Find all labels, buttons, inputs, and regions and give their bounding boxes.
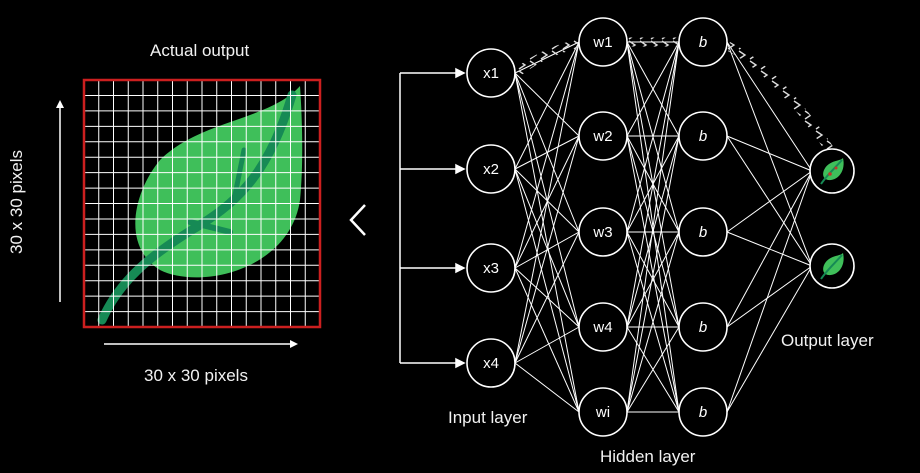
- connection-line: [514, 135, 580, 364]
- connection-line: [726, 170, 813, 233]
- hidden-bias-node-3: b: [678, 207, 728, 257]
- input-node-x2: x2: [466, 144, 516, 194]
- hidden-bias-node-1-label: b: [699, 34, 707, 51]
- connection-line: [626, 41, 680, 413]
- hidden-weight-node-w1: w1: [578, 17, 628, 67]
- hidden-weight-node-wi: wi: [578, 387, 628, 437]
- connection-line: [726, 265, 813, 328]
- connection-line: [626, 231, 680, 328]
- hidden-bias-node-5-label: b: [699, 404, 707, 421]
- connection-line: [626, 231, 680, 413]
- connection-line: [514, 168, 580, 413]
- hidden-layer-label: Hidden layer: [600, 447, 696, 466]
- connection-line: [514, 135, 580, 170]
- horizontal-pixels-label: 30 x 30 pixels: [144, 366, 248, 385]
- hidden-bias-node-3-label: b: [699, 224, 707, 241]
- hidden-bias-node-1: b: [678, 17, 728, 67]
- connection-line: [514, 326, 580, 364]
- connection-line: [726, 41, 813, 172]
- connection-line: [626, 41, 680, 328]
- vertical-pixels-label: 30 x 30 pixels: [6, 150, 26, 254]
- hidden-weight-node-w1-label: w1: [592, 34, 612, 51]
- grid-border: [82, 78, 322, 329]
- hidden-weight-node-w2-label: w2: [592, 128, 612, 145]
- vertical-dimension-arrow: [56, 100, 64, 302]
- connection-line: [514, 41, 580, 364]
- output-node-healthy-leaf-icon: [809, 148, 855, 194]
- connection-line: [726, 135, 813, 172]
- hidden-bias-node-2-label: b: [699, 128, 707, 145]
- output-node-healthy-leaf-icon-stem: [820, 159, 843, 185]
- input-node-x3-label: x3: [483, 260, 499, 277]
- hidden-weight-node-w3-label: w3: [592, 224, 612, 241]
- connection-line: [726, 170, 813, 413]
- horizontal-dimension-arrow: [104, 340, 298, 348]
- input-layer-label: Input layer: [448, 408, 528, 427]
- backpropagation-arrows: [515, 37, 834, 153]
- connection-line: [514, 362, 580, 413]
- hidden-weight-node-wi-label: wi: [595, 404, 610, 421]
- connection-line: [626, 135, 680, 328]
- leaf-icon: [97, 86, 303, 325]
- input-node-x3: x3: [466, 243, 516, 293]
- pixel-grid: [84, 80, 320, 327]
- pixel-grid-image: [82, 78, 322, 329]
- input-node-x4: x4: [466, 338, 516, 388]
- connection-line: [626, 41, 680, 137]
- input-bracket: [399, 67, 466, 369]
- connection-line: [514, 41, 580, 170]
- hidden-weight-node-w4: w4: [578, 302, 628, 352]
- network-nodes: x1 x2 x3 x4 w1 w2 w3 w4 wi b b b b b: [466, 17, 855, 437]
- hidden-bias-node-2: b: [678, 111, 728, 161]
- connection-line: [626, 326, 680, 413]
- input-node-x1: x1: [466, 48, 516, 98]
- actual-output-label: Actual output: [150, 41, 250, 60]
- hidden-bias-node-5: b: [678, 387, 728, 437]
- output-node-healthy-leaf-icon-spot: [834, 166, 838, 170]
- connection-line: [626, 41, 680, 233]
- output-layer-label: Output layer: [781, 331, 874, 350]
- output-node-leaf-icon: [809, 243, 855, 289]
- connection-line: [514, 231, 580, 364]
- connection-line: [514, 72, 580, 413]
- hidden-bias-node-4: b: [678, 302, 728, 352]
- connection-line: [726, 170, 813, 328]
- chevron-left-icon[interactable]: [349, 204, 366, 236]
- network-connections: [514, 41, 813, 413]
- input-node-x4-label: x4: [483, 355, 499, 372]
- output-node-leaf-icon-stem: [820, 254, 843, 280]
- connection-line: [626, 135, 680, 413]
- hidden-weight-node-w2: w2: [578, 111, 628, 161]
- output-node-healthy-leaf-icon-spot: [828, 172, 832, 176]
- hidden-weight-node-w4-label: w4: [592, 319, 612, 336]
- hidden-bias-node-4-label: b: [699, 319, 707, 336]
- input-node-x1-label: x1: [483, 65, 499, 82]
- connection-line: [514, 267, 580, 413]
- input-node-x2-label: x2: [483, 161, 499, 178]
- hidden-weight-node-w3: w3: [578, 207, 628, 257]
- connection-line: [726, 265, 813, 413]
- connection-line: [514, 41, 580, 269]
